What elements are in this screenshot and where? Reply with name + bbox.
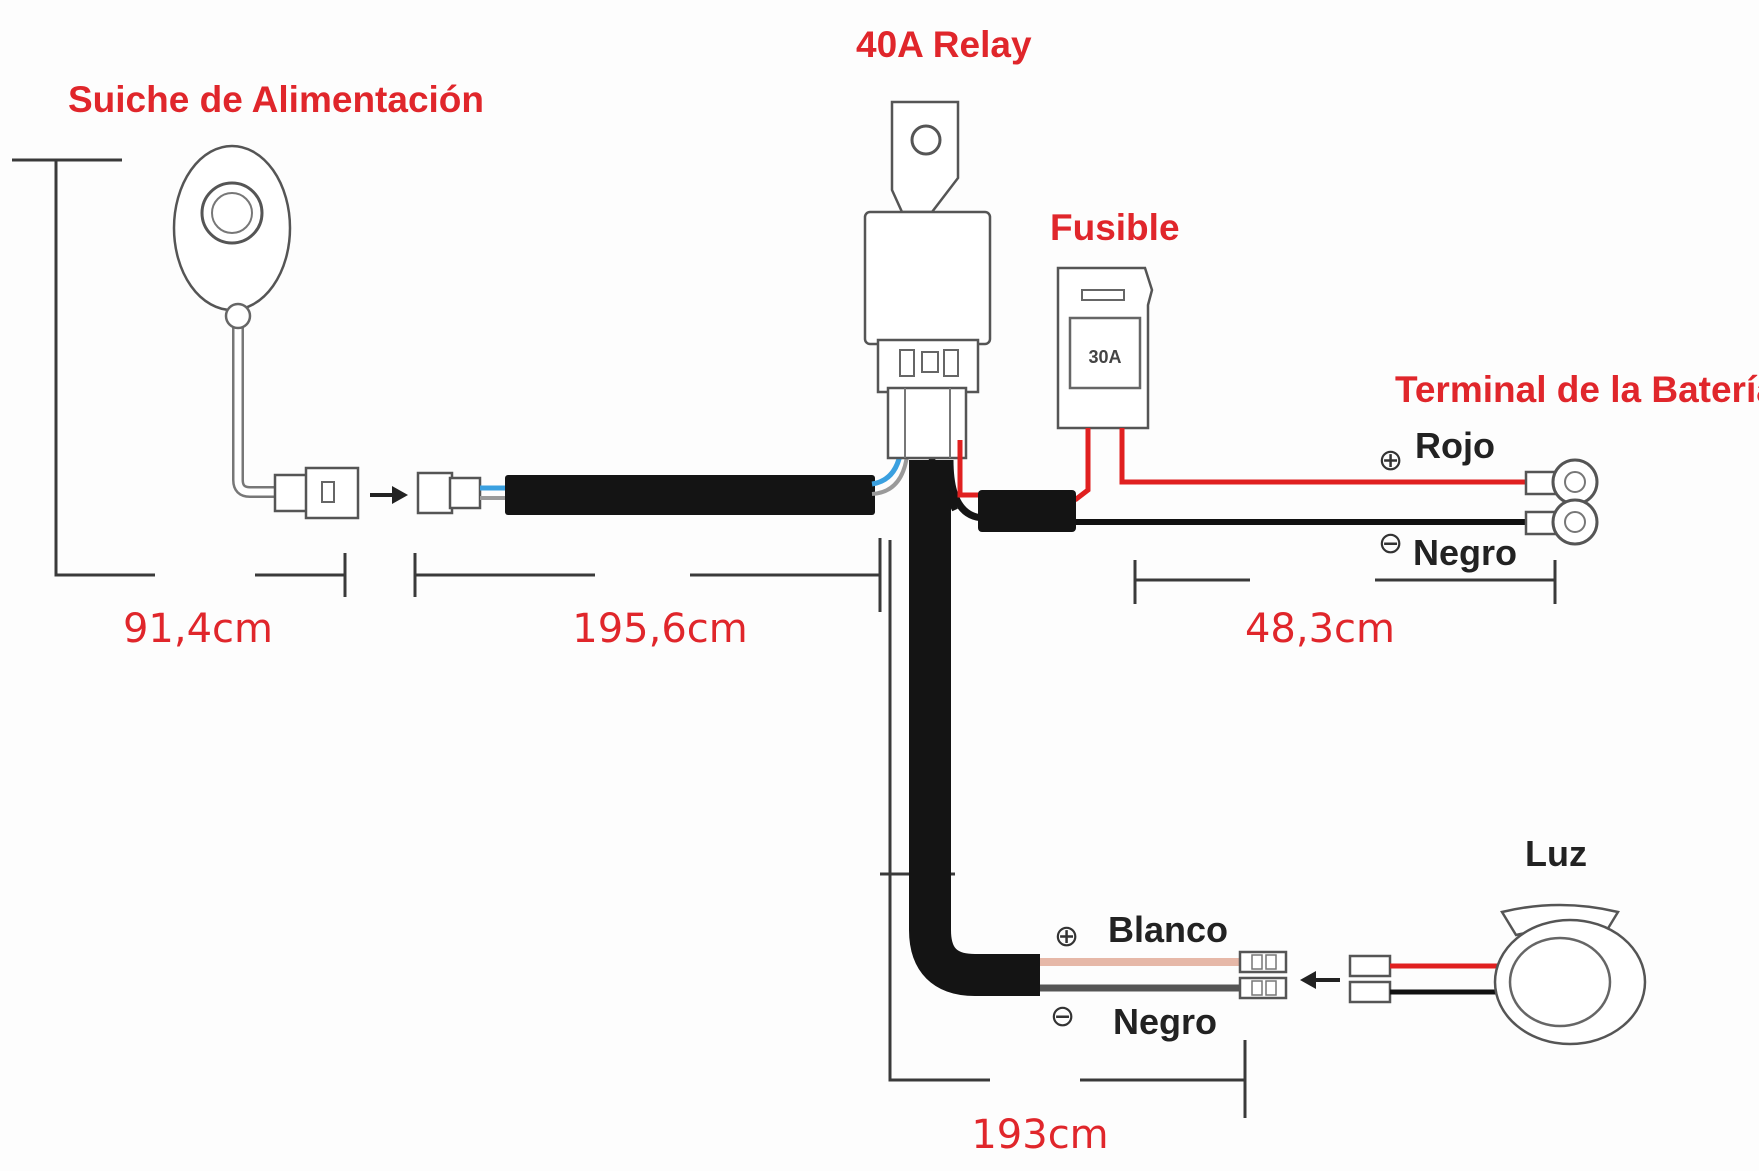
dimension-switch-lead	[12, 158, 347, 597]
light-unit	[1348, 903, 1647, 1046]
relay-40a	[863, 100, 992, 498]
relay-mount-tab	[890, 100, 960, 214]
relay-socket	[886, 386, 968, 460]
dimension-value-main-harness: 195,6cm	[572, 606, 747, 652]
dimension-main-harness	[413, 538, 882, 612]
dimension-value-light-lead: 193cm	[971, 1112, 1108, 1158]
battery-terminal-positive	[1524, 458, 1599, 506]
dimension-value-battery-lead: 48,3cm	[1245, 606, 1395, 652]
light-output-wires	[1040, 950, 1288, 1000]
label-relay: 40A Relay	[856, 24, 1032, 65]
label-light: Luz	[1525, 833, 1587, 874]
label-wire-black-light: Negro	[1113, 1001, 1217, 1042]
positive-icon: ⊕	[1378, 443, 1403, 478]
label-wire-black-battery: Negro	[1413, 532, 1517, 573]
label-switch: Suiche de Alimentación	[68, 79, 484, 120]
label-fuse: Fusible	[1050, 207, 1180, 248]
connector-arrow-icon	[370, 486, 408, 504]
power-switch	[172, 144, 360, 520]
switch-plug-connector	[273, 473, 310, 513]
fuse-rating: 30A	[1088, 347, 1121, 367]
battery-terminal-negative	[1524, 498, 1599, 546]
fuse-window	[1068, 316, 1142, 390]
negative-icon: ⊖	[1378, 526, 1403, 561]
dimension-light-lead-horizontal	[1080, 1040, 1247, 1118]
light-lens-icon	[1508, 936, 1612, 1028]
relay-mount-hole-icon	[910, 124, 942, 156]
positive-icon: ⊕	[1054, 919, 1079, 954]
fuse-holder: 30A	[1056, 266, 1528, 502]
dimension-battery-lead	[1133, 560, 1557, 604]
harness-switch-socket	[416, 471, 510, 515]
label-battery-terminal: Terminal de la Batería	[1395, 369, 1759, 410]
light-connector-arrow-icon	[1300, 971, 1340, 989]
dimension-value-switch-lead: 91,4cm	[123, 606, 273, 652]
label-wire-red: Rojo	[1415, 425, 1495, 466]
light-connector	[1238, 950, 1288, 974]
negative-icon: ⊖	[1050, 999, 1075, 1034]
label-wire-white: Blanco	[1108, 909, 1228, 950]
battery-splice	[978, 490, 1528, 532]
harness-sheath	[505, 439, 1040, 996]
relay-body	[863, 210, 992, 346]
